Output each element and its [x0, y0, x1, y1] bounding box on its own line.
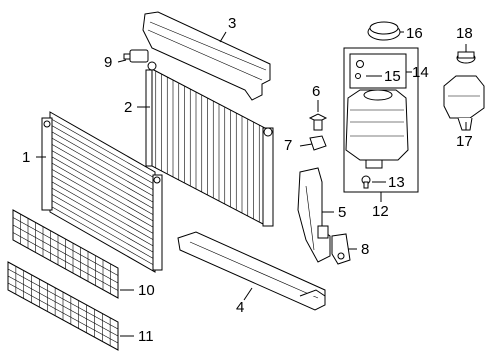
fin-line	[49, 149, 156, 210]
expansion-tank	[345, 89, 409, 169]
callout-5: 5	[338, 204, 346, 221]
part-10-grille	[12, 209, 119, 299]
fin-line	[49, 117, 156, 179]
callout-4: 4	[236, 299, 244, 316]
callout-17: 17	[456, 133, 473, 150]
fin-line	[49, 174, 156, 235]
leader-lines	[36, 31, 467, 337]
fin-line	[49, 205, 156, 267]
part-12-group-box	[343, 47, 419, 202]
fin-line	[49, 155, 156, 217]
part-8-bracket	[331, 233, 351, 265]
part-3-upper-deflector	[142, 11, 271, 101]
callout-3: 3	[228, 15, 236, 32]
part-2-condenser	[145, 61, 274, 227]
fin-line	[49, 180, 156, 242]
callout-8: 8	[361, 241, 369, 258]
callout-10: 10	[138, 282, 155, 299]
part-11-grille	[7, 261, 119, 351]
part-5-side-bracket	[297, 167, 331, 263]
fin-line	[49, 161, 156, 223]
fin-line	[7, 268, 119, 330]
part-17-reservoir	[443, 75, 485, 131]
fin-line	[49, 192, 156, 254]
callout-1: 1	[22, 149, 30, 166]
fin-line	[12, 232, 119, 291]
fin-line	[7, 275, 119, 337]
fin-line	[49, 199, 156, 260]
callout-13: 13	[388, 174, 405, 191]
callout-18: 18	[456, 25, 473, 42]
fin-line	[7, 282, 119, 344]
part-1-radiator	[41, 111, 163, 273]
fin-line	[49, 136, 156, 198]
callout-16: 16	[406, 25, 423, 42]
part-14-sub-box	[349, 53, 407, 89]
fin-line	[49, 167, 156, 229]
part-18-cap	[456, 51, 476, 64]
callout-9: 9	[104, 54, 112, 71]
fin-line	[49, 186, 156, 248]
fin-line	[12, 224, 119, 284]
fin-line	[49, 124, 156, 185]
part-9-clip	[123, 49, 149, 63]
fin-line	[49, 130, 156, 192]
part-4-lower-carrier	[177, 231, 326, 311]
callout-15: 15	[384, 68, 401, 85]
callout-6: 6	[312, 83, 320, 100]
callout-7: 7	[284, 137, 292, 154]
part-16-cap	[367, 21, 401, 41]
callout-2: 2	[124, 99, 132, 116]
callout-11: 11	[138, 328, 154, 345]
fin-line	[12, 217, 119, 276]
fin-line	[49, 142, 156, 204]
callout-14: 14	[412, 64, 429, 81]
part-7-clip	[309, 135, 327, 151]
part-6-bolt	[308, 113, 328, 131]
part-15-small-parts	[355, 60, 364, 79]
callout-labels: 1 2 3 4 5 6 7 8 9 10 11 12 13 14 15 16 1…	[22, 15, 473, 345]
part-13-bolt	[361, 175, 371, 189]
callout-12: 12	[372, 203, 389, 220]
